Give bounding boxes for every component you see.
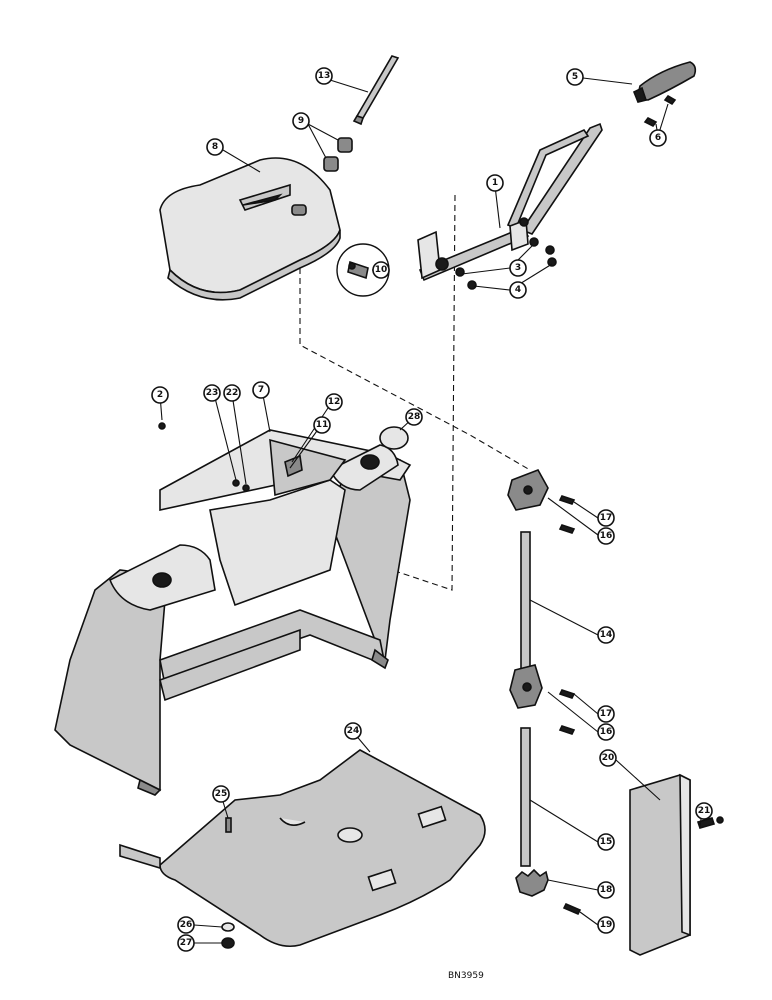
svg-text:8: 8 [212, 142, 218, 152]
svg-text:4: 4 [515, 285, 521, 295]
part-13-rod [352, 55, 400, 126]
svg-text:15: 15 [600, 837, 613, 847]
callout-11: 11 [313, 416, 331, 434]
callout-12: 12 [325, 393, 343, 411]
callout-20: 20 [599, 749, 617, 767]
svg-text:25: 25 [215, 789, 228, 799]
svg-text:17: 17 [600, 513, 613, 523]
callout-21: 21 [695, 802, 713, 820]
part-10-fitting [336, 243, 390, 297]
svg-text:16: 16 [600, 531, 613, 541]
svg-text:11: 11 [316, 420, 329, 430]
callout-19: 19 [597, 916, 615, 934]
part-18-gear [515, 868, 549, 897]
svg-text:16: 16 [600, 727, 613, 737]
callout-6: 6 [649, 129, 667, 147]
svg-text:10: 10 [375, 265, 388, 275]
part-6-pins [643, 94, 677, 128]
svg-text:6: 6 [655, 133, 661, 143]
svg-text:28: 28 [408, 412, 421, 422]
svg-text:1: 1 [492, 178, 498, 188]
assembly-line-seat [299, 258, 531, 471]
svg-text:27: 27 [180, 938, 193, 948]
part-7-seat-box [54, 429, 412, 796]
part-5-knob [632, 61, 697, 103]
callout-4: 4 [509, 281, 527, 299]
drawing-number: BN3959 [448, 971, 484, 981]
svg-text:19: 19 [600, 920, 613, 930]
callout-5: 5 [566, 68, 584, 86]
svg-text:5: 5 [572, 72, 578, 82]
part-16-joints [507, 469, 549, 709]
callout-16-top: 16 [597, 527, 615, 545]
svg-text:14: 14 [600, 630, 613, 640]
svg-text:2: 2 [157, 390, 163, 400]
part-1-lever [417, 122, 603, 282]
part-21-bolt [696, 816, 724, 829]
callout-17-bottom: 17 [597, 705, 615, 723]
callout-2: 2 [151, 386, 169, 404]
callout-3: 3 [509, 259, 527, 277]
part-15-shaft [520, 727, 531, 867]
part-3-4-nuts [455, 237, 557, 290]
callout-24: 24 [344, 722, 362, 740]
svg-text:21: 21 [698, 806, 711, 816]
svg-text:26: 26 [180, 920, 193, 930]
part-17-pins [558, 495, 576, 735]
svg-text:13: 13 [318, 71, 331, 81]
svg-text:9: 9 [298, 116, 304, 126]
part-28-cap [379, 426, 409, 450]
svg-text:23: 23 [206, 388, 219, 398]
svg-text:12: 12 [328, 397, 341, 407]
svg-text:22: 22 [226, 388, 239, 398]
callout-10: 10 [372, 261, 390, 279]
callout-8: 8 [206, 138, 224, 156]
svg-text:18: 18 [600, 885, 613, 895]
callout-16-bottom: 16 [597, 723, 615, 741]
part-14-shaft [520, 531, 531, 671]
svg-text:7: 7 [258, 385, 264, 395]
part-8-seat [159, 157, 341, 301]
callout-17-top: 17 [597, 509, 615, 527]
callout-14: 14 [597, 626, 615, 644]
callout-9: 9 [292, 112, 310, 130]
part-24-floor-plate [119, 749, 486, 948]
callout-25: 25 [212, 785, 230, 803]
svg-text:17: 17 [600, 709, 613, 719]
callout-7: 7 [252, 381, 270, 399]
callout-27: 27 [177, 934, 195, 952]
part-19-pin [562, 902, 582, 916]
callout-18: 18 [597, 881, 615, 899]
assembly-line-lever [391, 194, 456, 591]
svg-text:20: 20 [602, 753, 615, 763]
callout-26: 26 [177, 916, 195, 934]
callout-22: 22 [223, 384, 241, 402]
part-9-bushings [323, 137, 353, 172]
callout-23: 23 [203, 384, 221, 402]
callout-1: 1 [486, 174, 504, 192]
callout-15: 15 [597, 833, 615, 851]
svg-text:3: 3 [515, 263, 521, 273]
callout-13: 13 [315, 67, 333, 85]
callout-28: 28 [405, 408, 423, 426]
svg-text:24: 24 [347, 726, 360, 736]
part-20-cover [629, 773, 691, 956]
